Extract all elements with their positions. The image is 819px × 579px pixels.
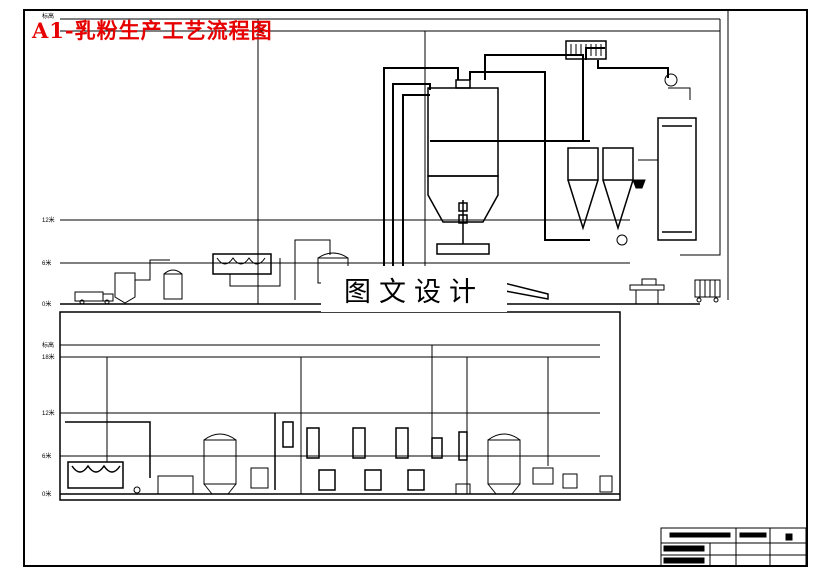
- upper-thick-pipes: [383, 47, 669, 300]
- title-block-icon: [660, 527, 807, 567]
- bag-filter-icon: [657, 117, 697, 241]
- heat-exchanger-icon: [212, 253, 281, 287]
- conveyor-icon: [499, 281, 549, 300]
- storage-tank-icon: [163, 269, 183, 300]
- heat-exchanger-icon: [65, 421, 151, 489]
- outer-frame: [23, 9, 808, 567]
- level-label: 标高: [42, 341, 54, 349]
- drawing-title: A1-乳粉生产工艺流程图: [32, 18, 273, 43]
- pump-icon: [455, 483, 471, 495]
- level-label: 6米: [42, 259, 51, 267]
- cyclone-separator-icon: [567, 147, 634, 231]
- level-label: 6米: [42, 452, 51, 460]
- fan-icon: [616, 73, 691, 246]
- lower-section-frame: [59, 311, 621, 501]
- evaporator-icon: [274, 413, 468, 491]
- bag-filter-icon: [565, 40, 607, 60]
- sieve-icon: [632, 179, 646, 189]
- spray-dryer-icon: [427, 79, 499, 255]
- level-label: 18米: [42, 353, 55, 361]
- lower-level-lines: [60, 344, 620, 495]
- watermark-label: 图文设计: [321, 266, 507, 312]
- level-label: 0米: [42, 300, 51, 308]
- packing-scale-icon: [629, 278, 665, 304]
- pump-icon: [532, 467, 613, 493]
- receiving-hopper-icon: [114, 272, 136, 304]
- milk-tanker-icon: [74, 291, 114, 305]
- cart-icon: [694, 279, 721, 303]
- level-label: 12米: [42, 409, 55, 417]
- holding-tank-icon: [157, 475, 194, 495]
- upper-level-lines: [60, 18, 720, 305]
- storage-tank-icon: [487, 433, 521, 495]
- storage-tank-icon: [203, 433, 237, 495]
- storage-tank-icon: [250, 467, 269, 489]
- pump-icon: [133, 486, 141, 494]
- upper-level-labels: 标高 12米 6米 0米: [42, 12, 55, 308]
- upper-pipes: [257, 10, 729, 304]
- level-label: 12米: [42, 216, 55, 224]
- level-label: 0米: [42, 490, 51, 498]
- level-label: 标高: [42, 12, 54, 20]
- lower-level-labels: 标高 18米 12米 6米 0米: [42, 341, 55, 498]
